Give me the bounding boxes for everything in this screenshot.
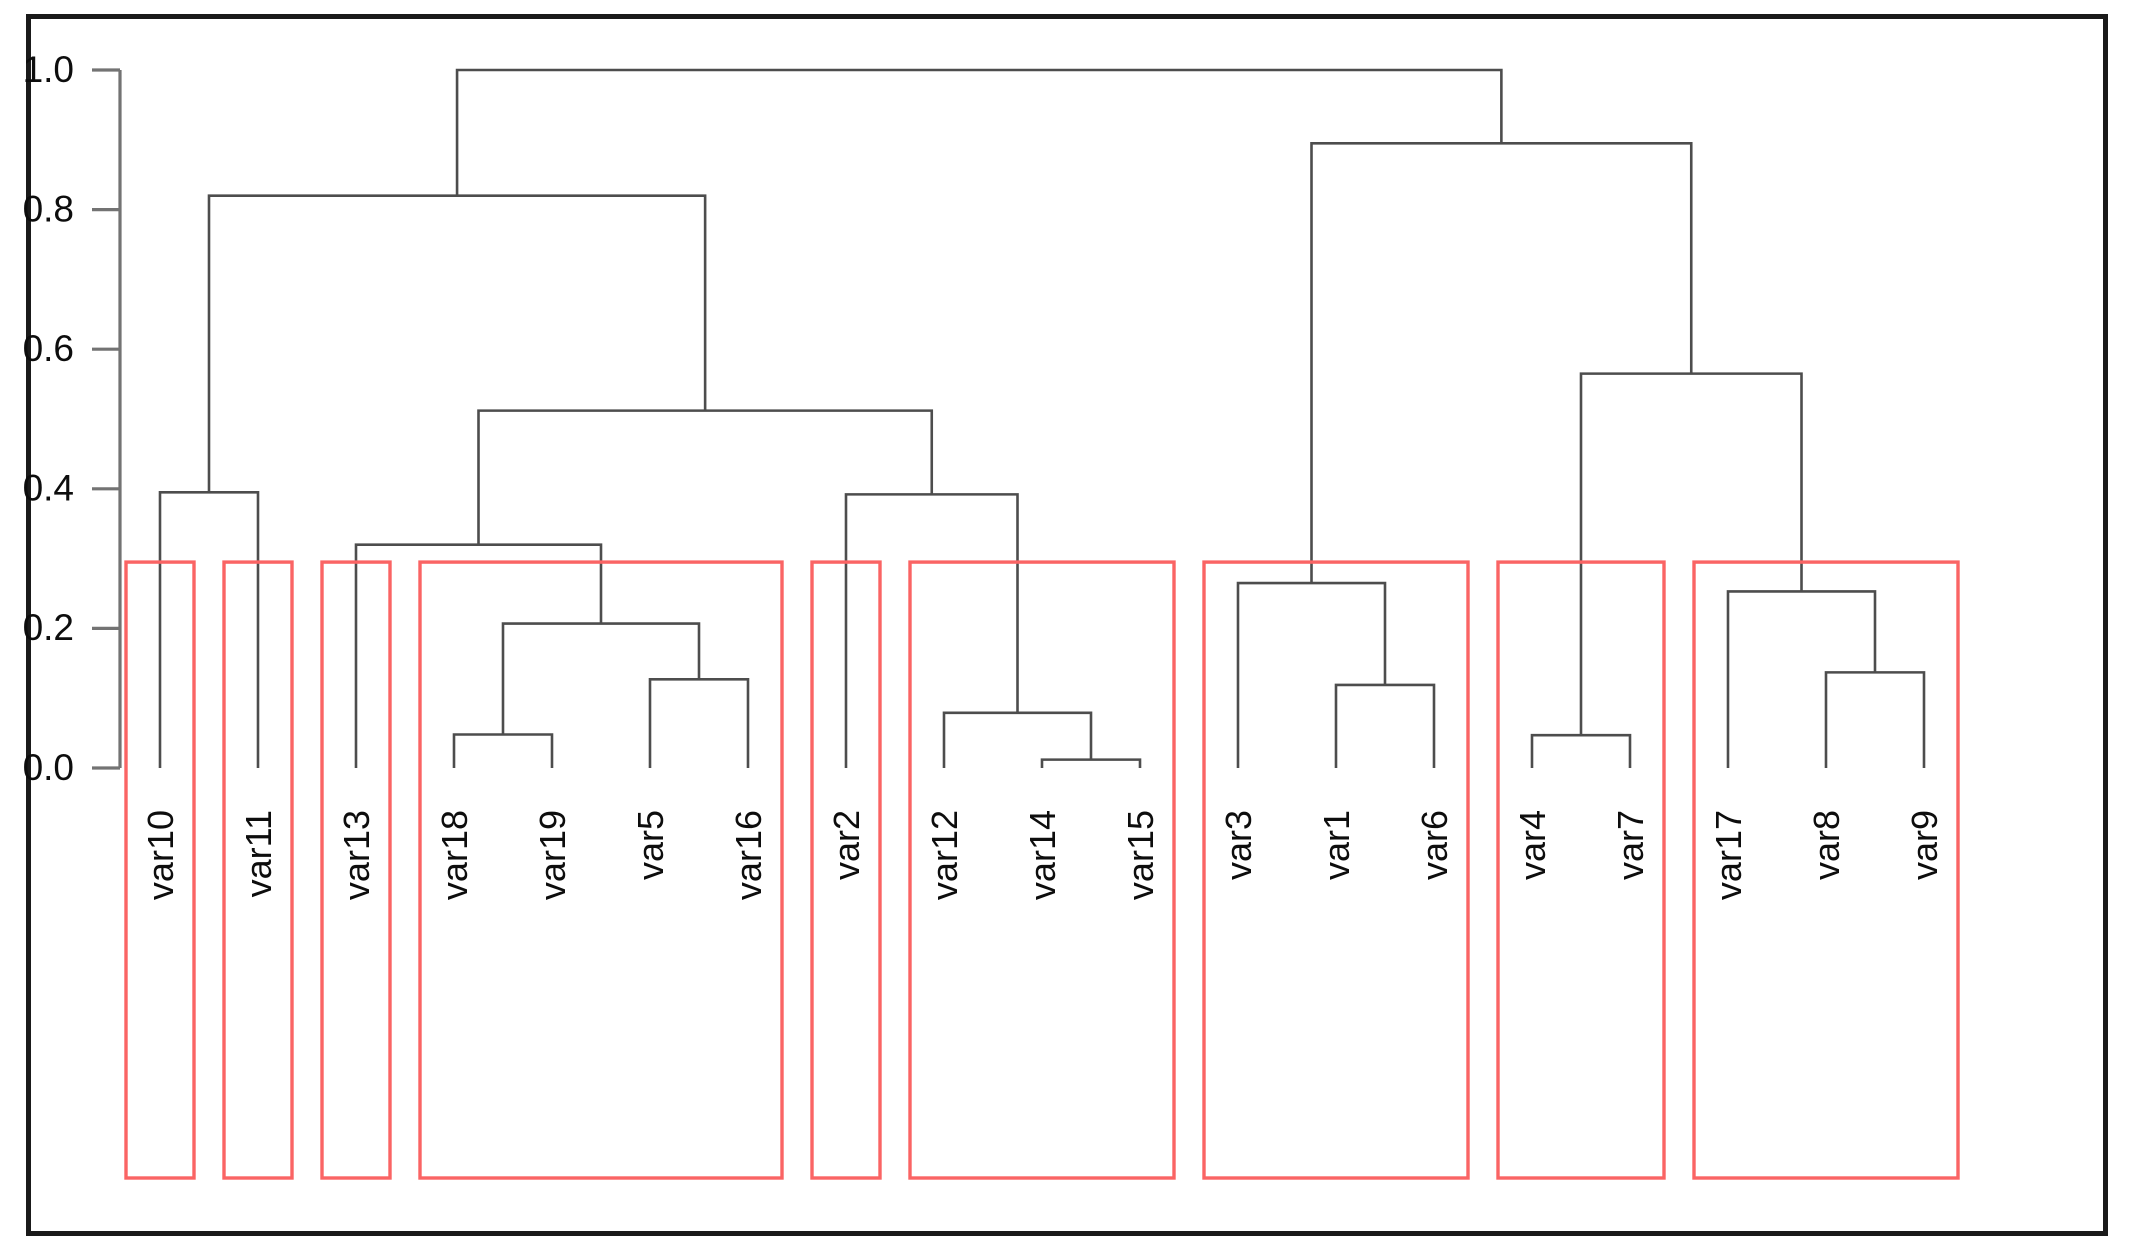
dendrogram-link xyxy=(1579,372,1803,736)
leaf-label: var16 xyxy=(728,810,769,900)
leaf-label: var1 xyxy=(1316,810,1357,880)
cluster-box xyxy=(418,560,784,1180)
dendrogram-link xyxy=(452,733,554,768)
cluster-box xyxy=(1496,560,1666,1180)
dendrogram-link xyxy=(1236,581,1387,768)
leaf-label: var9 xyxy=(1904,810,1945,880)
dendrogram-link xyxy=(844,493,1019,768)
leaf-label: var15 xyxy=(1120,810,1161,900)
cluster-box xyxy=(222,560,294,1180)
cluster-boxes xyxy=(124,560,1960,1180)
y-axis: 1.0 0.8 0.6 0.4 0.2 0.0 xyxy=(23,49,122,788)
dendrogram-link xyxy=(1040,758,1142,768)
y-axis-tick-label: 0.0 xyxy=(23,747,74,788)
leaf-label: var13 xyxy=(336,810,377,900)
leaf-label: var17 xyxy=(1708,810,1749,900)
dendrogram-link xyxy=(455,68,1503,196)
y-axis-tick-label: 0.2 xyxy=(23,607,74,648)
leaf-label: var5 xyxy=(630,810,671,880)
dendrogram-link xyxy=(648,678,750,768)
leaf-labels: var10 var11 var13 var18 var19 var5 var16 var2 va… xyxy=(140,810,1945,900)
leaf-label: var2 xyxy=(826,810,867,880)
dendrogram-link xyxy=(207,194,707,493)
dendrogram-link xyxy=(1310,141,1693,584)
leaf-label: var19 xyxy=(532,810,573,900)
dendrogram-link xyxy=(1726,590,1877,768)
dendrogram-link xyxy=(1824,671,1926,768)
leaf-label: var7 xyxy=(1610,810,1651,880)
dendrogram-link xyxy=(477,409,934,545)
cluster-box xyxy=(810,560,882,1180)
leaf-label: var8 xyxy=(1806,810,1847,880)
dendrogram-branches xyxy=(158,68,1926,768)
dendrogram-link xyxy=(1334,683,1436,768)
cluster-box xyxy=(1692,560,1960,1180)
leaf-label: var11 xyxy=(238,810,279,897)
dendrogram-link xyxy=(1530,733,1632,768)
leaf-label: var14 xyxy=(1022,810,1063,900)
cluster-box xyxy=(320,560,392,1180)
leaf-label: var4 xyxy=(1512,810,1553,880)
leaf-label: var12 xyxy=(924,810,965,900)
leaf-label: var10 xyxy=(140,810,181,900)
y-axis-tick-label: 0.4 xyxy=(23,468,74,509)
cluster-box xyxy=(124,560,196,1180)
cluster-box xyxy=(908,560,1176,1180)
leaf-label: var6 xyxy=(1414,810,1455,880)
y-axis-tick-label: 1.0 xyxy=(23,49,74,90)
leaf-label: var3 xyxy=(1218,810,1259,880)
y-axis-tick-label: 0.6 xyxy=(23,328,74,369)
cluster-box xyxy=(1202,560,1470,1180)
leaf-label: var18 xyxy=(434,810,475,900)
dendrogram-link xyxy=(158,490,260,768)
plot-frame xyxy=(26,14,2108,1236)
y-axis-tick-label: 0.8 xyxy=(23,188,74,229)
